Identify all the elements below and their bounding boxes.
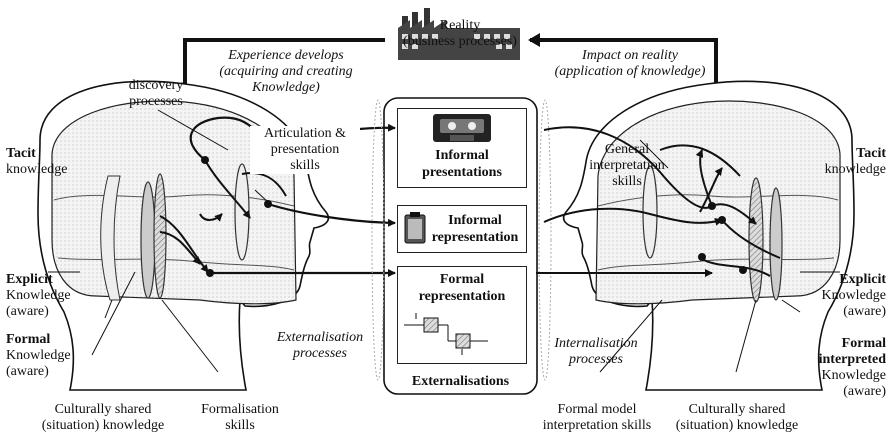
experience-label: Experience develops (acquiring and creat… xyxy=(196,48,376,96)
left-explicit-line2: Knowledge xyxy=(6,288,71,303)
externalisations-frame xyxy=(371,97,552,395)
informal-presentations-title: Informal presentations xyxy=(398,147,526,181)
left-tacit-label: Tacit knowledge xyxy=(6,146,67,178)
impact-line1: Impact on reality xyxy=(582,48,678,63)
reality-label: Reality (business processes) xyxy=(390,18,530,50)
formalisation-line1: Formalisation xyxy=(201,402,279,417)
cassette-icon xyxy=(433,114,491,142)
informal-presentations-line1: Informal xyxy=(435,148,489,163)
right-explicit-line2: Knowledge xyxy=(821,288,886,303)
left-tacit-rest: knowledge xyxy=(6,162,68,177)
externalisations-label: Externalisations xyxy=(411,374,510,389)
flow-diagram-icon xyxy=(404,313,488,355)
articulation-skills-label: Articulation & presentation skills xyxy=(250,126,360,174)
left-explicit-label: Explicit Knowledge (aware) xyxy=(6,272,71,320)
right-formal-label: Formal interpreted Knowledge (aware) xyxy=(796,336,886,400)
right-cultural-label: Culturally shared (situation) knowledge xyxy=(662,402,812,434)
formal-representation-title: Formal representation xyxy=(398,271,526,305)
experience-line2: (acquiring and creating xyxy=(219,64,353,79)
articulation-line3: skills xyxy=(290,158,320,173)
model-line2: interpretation skills xyxy=(542,418,652,433)
right-tacit-bold: Tacit xyxy=(856,146,886,161)
articulation-line1: Articulation & xyxy=(263,126,347,141)
left-pointer-lines xyxy=(48,109,271,373)
right-nodes xyxy=(698,202,747,274)
articulation-line2: presentation xyxy=(270,142,340,157)
formalisation-skills-label: Formalisation skills xyxy=(185,402,295,434)
externalisation-processes-label: Externalisation processes xyxy=(262,330,378,362)
informal-representation-title: Informal representation xyxy=(424,212,526,246)
factory-icon xyxy=(398,8,520,60)
informal-presentations-box: Informal presentations xyxy=(397,108,527,188)
right-cultural-line2: (situation) knowledge xyxy=(675,418,799,433)
left-cultural-line1: Culturally shared xyxy=(54,402,152,417)
formalisation-line2: skills xyxy=(225,418,255,433)
informal-representation-line2: representation xyxy=(431,230,519,245)
left-knowledge-lenses xyxy=(140,163,250,299)
right-formal-bold2: interpreted xyxy=(818,352,886,367)
right-formal-line4: (aware) xyxy=(843,384,886,399)
model-line1: Formal model xyxy=(557,402,637,417)
internalisation-processes-label: Internalisation processes xyxy=(540,336,652,368)
reality-line1: Reality xyxy=(439,18,481,33)
left-explicit-bold: Explicit xyxy=(6,272,53,287)
informal-representation-line1: Informal xyxy=(448,213,502,228)
right-explicit-label: Explicit Knowledge (aware) xyxy=(806,272,886,320)
right-explicit-bold: Explicit xyxy=(839,272,886,287)
left-cultural-label: Culturally shared (situation) knowledge xyxy=(28,402,178,434)
internalisation-line1: Internalisation xyxy=(554,336,638,351)
discovery-processes-label: discovery processes xyxy=(106,78,206,110)
general-line1: General xyxy=(604,142,650,157)
left-formal-bold: Formal xyxy=(6,332,51,347)
externalisation-line2: processes xyxy=(293,346,347,361)
general-line2: interpretation xyxy=(589,158,665,173)
right-tacit-rest: knowledge xyxy=(824,162,886,177)
impact-line2: (application of knowledge) xyxy=(554,64,706,79)
left-tacit-bold: Tacit xyxy=(6,146,36,161)
discovery-line1: discovery xyxy=(128,78,184,93)
experience-line3: Knowledge) xyxy=(252,80,320,95)
reality-line2: (business processes) xyxy=(403,34,517,49)
right-pointer-lines xyxy=(599,139,840,373)
formal-representation-box: Formal representation xyxy=(397,266,527,364)
general-interpretation-label: General interpretation skills xyxy=(572,142,682,190)
formal-representation-line2: representation xyxy=(418,289,506,304)
informal-representation-box: Informal representation xyxy=(397,205,527,253)
discovery-line2: processes xyxy=(129,94,183,109)
left-cultural-line2: (situation) knowledge xyxy=(41,418,165,433)
left-formal-line3: (aware) xyxy=(6,364,49,379)
notepad-icon xyxy=(404,212,426,244)
internalisation-line2: processes xyxy=(569,352,623,367)
impact-label: Impact on reality (application of knowle… xyxy=(540,48,720,80)
right-cultural-line1: Culturally shared xyxy=(688,402,786,417)
formal-representation-line1: Formal xyxy=(439,272,485,287)
right-explicit-line3: (aware) xyxy=(843,304,886,319)
left-explicit-line3: (aware) xyxy=(6,304,49,319)
externalisation-line1: Externalisation xyxy=(276,330,364,345)
general-line3: skills xyxy=(612,174,642,189)
right-formal-bold1: Formal xyxy=(841,336,886,351)
formal-model-interpretation-label: Formal model interpretation skills xyxy=(522,402,672,434)
left-formal-line2: Knowledge xyxy=(6,348,71,363)
informal-presentations-line2: presentations xyxy=(422,165,502,180)
left-head-flows xyxy=(159,159,287,273)
right-formal-line3: Knowledge xyxy=(821,368,886,383)
left-formal-label: Formal Knowledge (aware) xyxy=(6,332,71,380)
experience-line1: Experience develops xyxy=(228,48,344,63)
right-tacit-label: Tacit knowledge xyxy=(816,146,886,178)
right-head-flows xyxy=(536,126,781,277)
